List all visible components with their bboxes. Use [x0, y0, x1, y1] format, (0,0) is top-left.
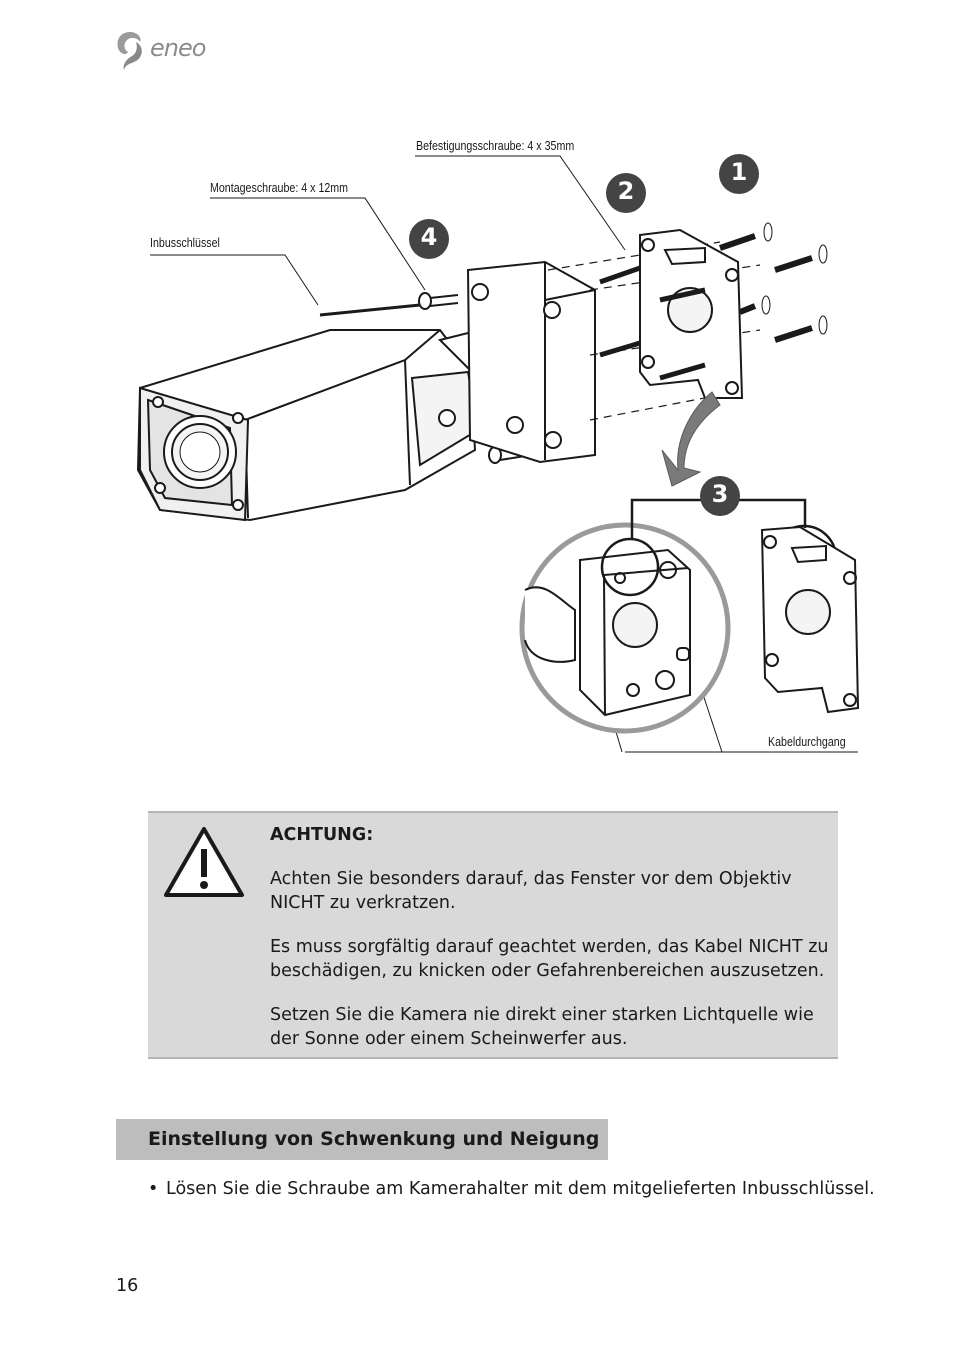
camera-body	[136, 292, 546, 522]
warning-triangle-icon	[164, 827, 244, 897]
bracket-base	[466, 260, 596, 464]
camera-mounting-illustration	[136, 154, 860, 753]
bullet-item: • Lösen Sie die Schraube am Kamerahalter …	[148, 1177, 888, 1201]
label-kabeldurchgang: Kabeldurchgang	[768, 734, 846, 749]
warning-content: ACHTUNG: Achten Sie besonders darauf, da…	[270, 823, 830, 1071]
label-montageschraube: Montageschraube: 4 x 12mm	[210, 180, 349, 195]
installation-figure: 1 2 3 4 Befestigungsschraube: 4 x 35mm M…	[0, 120, 954, 770]
step-4-number: 4	[420, 223, 438, 251]
warning-title: ACHTUNG:	[270, 825, 374, 845]
bullet-dot: •	[148, 1179, 159, 1199]
detail-view	[519, 498, 860, 734]
wall-plate	[639, 228, 744, 399]
logo-text: eneo	[150, 34, 206, 62]
label-befestigungsschraube: Befestigungsschraube: 4 x 35mm	[416, 138, 575, 153]
step-badges	[409, 154, 759, 516]
label-inbusschluessel: Inbusschlüssel	[150, 235, 220, 250]
brand-logo: eneo	[114, 30, 224, 72]
step-3-number: 3	[711, 480, 729, 508]
warning-paragraph: Achten Sie besonders darauf, das Fenster…	[270, 869, 792, 913]
section-heading: Einstellung von Schwenkung und Neigung	[116, 1119, 608, 1160]
step-1-number: 1	[730, 158, 748, 186]
page-number: 16	[116, 1276, 139, 1296]
warning-box: ACHTUNG: Achten Sie besonders darauf, da…	[148, 811, 838, 1059]
warning-paragraph: Es muss sorgfältig darauf geachtet werde…	[270, 937, 829, 981]
step-2-number: 2	[617, 177, 635, 205]
warning-paragraph: Setzen Sie die Kamera nie direkt einer s…	[270, 1005, 814, 1049]
fixing-screws	[599, 222, 828, 381]
bullet-text: Lösen Sie die Schraube am Kamerahalter m…	[166, 1179, 875, 1199]
eneo-logo-icon	[117, 32, 142, 70]
rotation-arrow	[661, 391, 721, 487]
